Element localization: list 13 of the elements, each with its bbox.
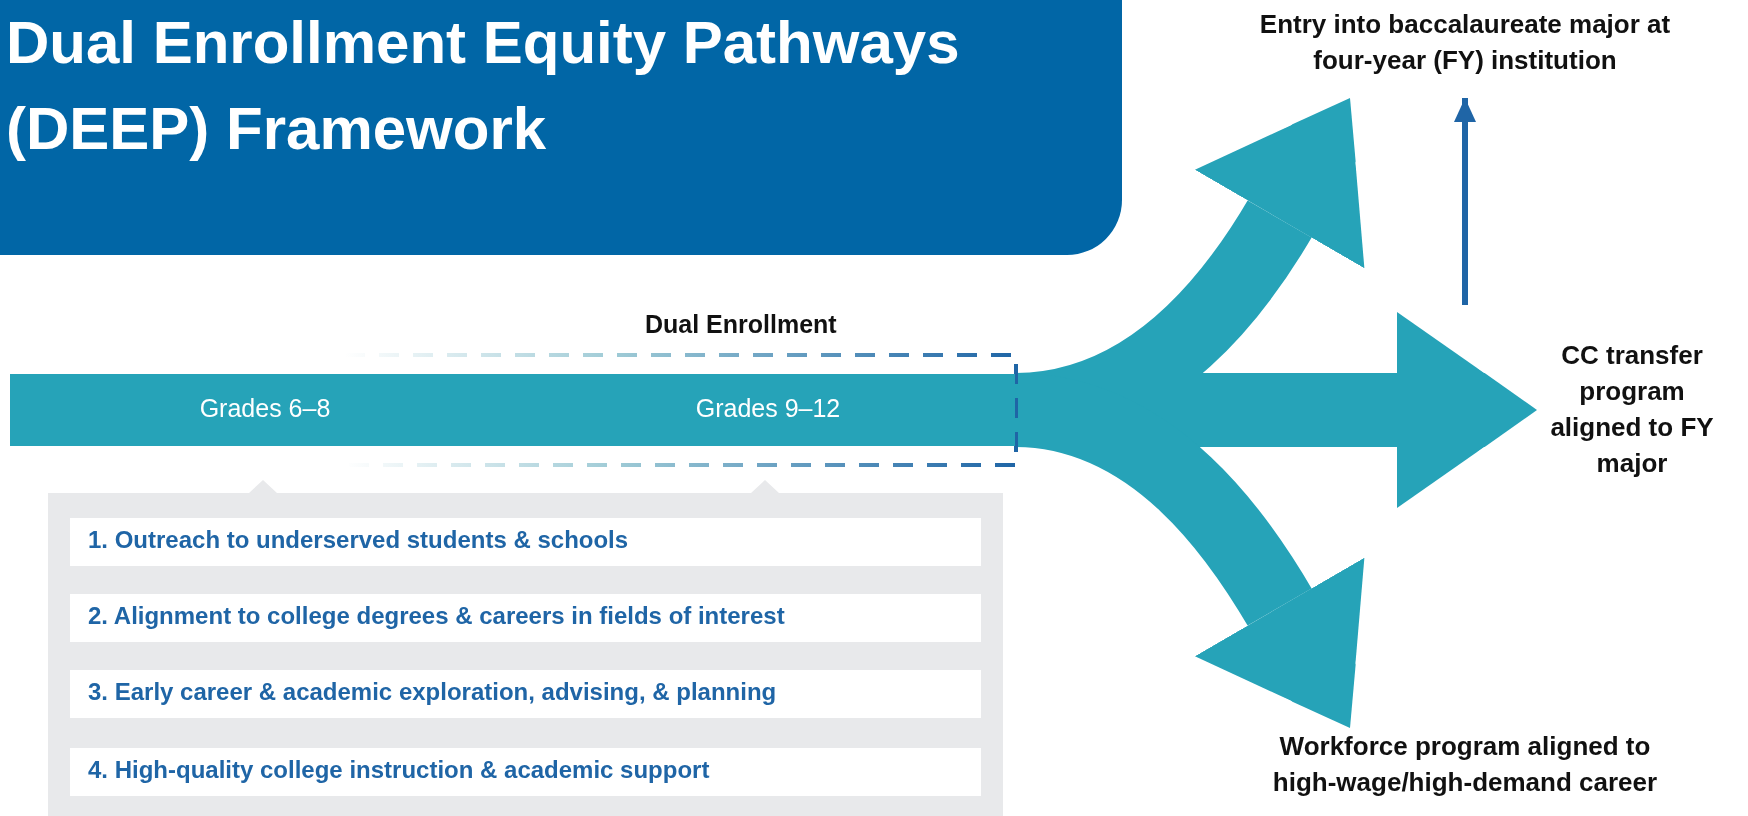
section-heading: Dual Enrollment [645,310,837,339]
outcome-label: CC transfer program aligned to FY major [1537,305,1727,485]
strategy-item: 1. Outreach to underserved students & schools [70,518,981,566]
outcome-label: Entry into baccalaureate major at four-year (FY) institution [1245,6,1685,98]
outcome-label: Workforce program aligned to high-wage/high-demand career [1245,728,1685,812]
strategy-item: 3. Early career & academic exploration, advising, & planning [70,670,981,718]
arrow [1454,98,1476,305]
grade-label: Grades 9–12 [694,394,842,423]
title: Dual Enrollment Equity Pathways (DEEP) Framework [6,8,961,164]
strategy-item: 4. High-quality college instruction & academic support [70,748,981,796]
pathway-band [10,374,1015,446]
strategy-item: 2. Alignment to college degrees & careers in fields of interest [70,594,981,642]
grade-label: Grades 6–8 [198,394,332,423]
